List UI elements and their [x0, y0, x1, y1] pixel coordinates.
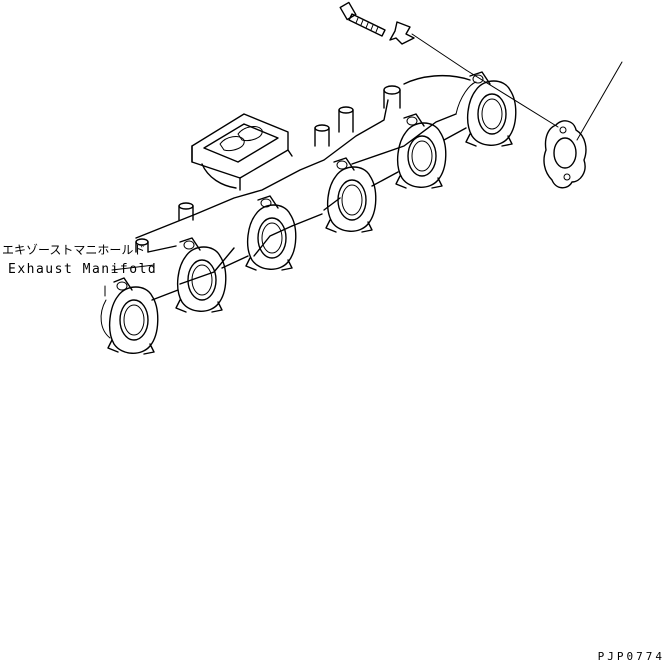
port-flange-3	[245, 195, 297, 271]
leader-line-washer	[411, 33, 467, 71]
port-flange-6	[455, 71, 517, 147]
leader-line-gasket	[576, 61, 623, 141]
part-label-english: Exhaust Manifold	[8, 262, 158, 277]
part-label-japanese: エキゾーストマニホールド	[2, 243, 146, 257]
port-flange-1	[100, 277, 159, 355]
stud-bosses	[135, 85, 401, 253]
runner-contours	[147, 127, 467, 301]
gasket	[543, 120, 587, 189]
port-flange-4	[325, 157, 377, 233]
port-flange-2	[175, 237, 227, 313]
port-flange-5	[395, 113, 447, 189]
lock-plate	[389, 21, 415, 45]
leader-line-label	[111, 264, 155, 271]
leader-line-stud	[465, 69, 559, 128]
manifold-body	[135, 75, 471, 285]
bolt	[339, 1, 386, 37]
figure-code: PJP0774	[597, 650, 665, 663]
